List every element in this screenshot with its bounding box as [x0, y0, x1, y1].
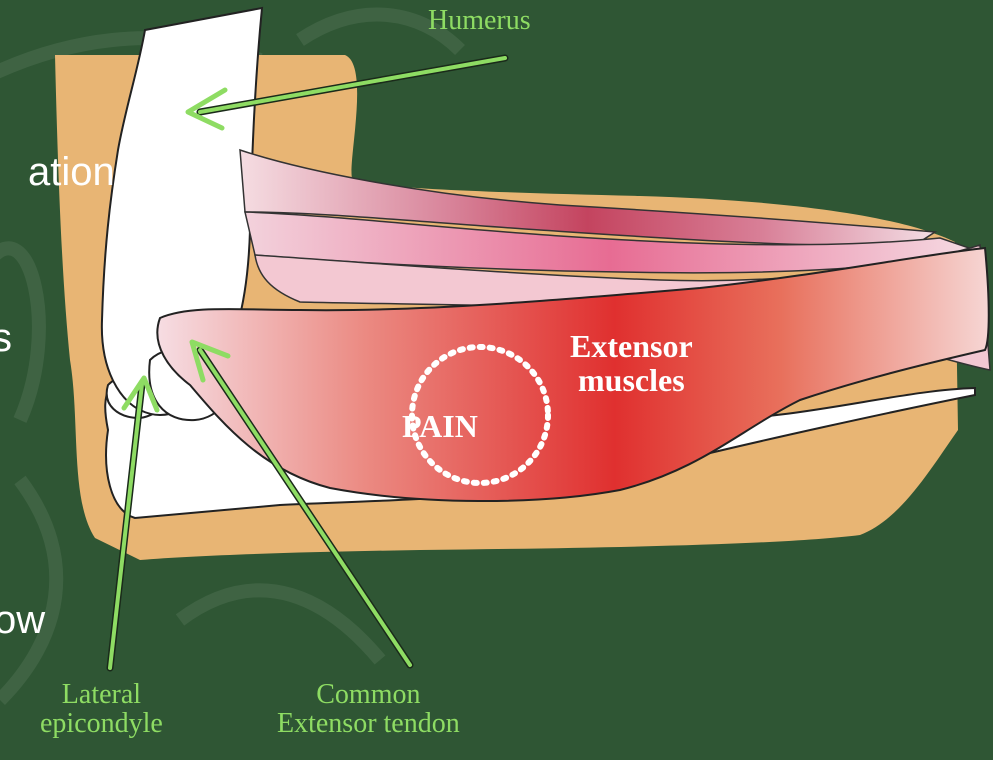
label-extensor-line1: Extensor — [570, 330, 693, 364]
label-common-line1: Common — [277, 680, 460, 709]
slide-text-fragment-2: s — [0, 318, 12, 358]
label-lateral-line2: epicondyle — [40, 709, 163, 738]
label-lateral-epicondyle: Lateral epicondyle — [40, 680, 163, 739]
slide-text-fragment-3: ow — [0, 600, 45, 640]
label-common-line2: Extensor tendon — [277, 709, 460, 738]
label-extensor-muscles: Extensor muscles — [570, 330, 693, 397]
label-extensor-line2: muscles — [570, 364, 693, 398]
slide-text-fragment-1: ation — [28, 152, 115, 192]
label-lateral-line1: Lateral — [40, 680, 163, 709]
label-common-extensor-tendon: Common Extensor tendon — [277, 680, 460, 739]
label-pain: PAIN — [402, 410, 478, 444]
label-humerus: Humerus — [428, 6, 531, 35]
